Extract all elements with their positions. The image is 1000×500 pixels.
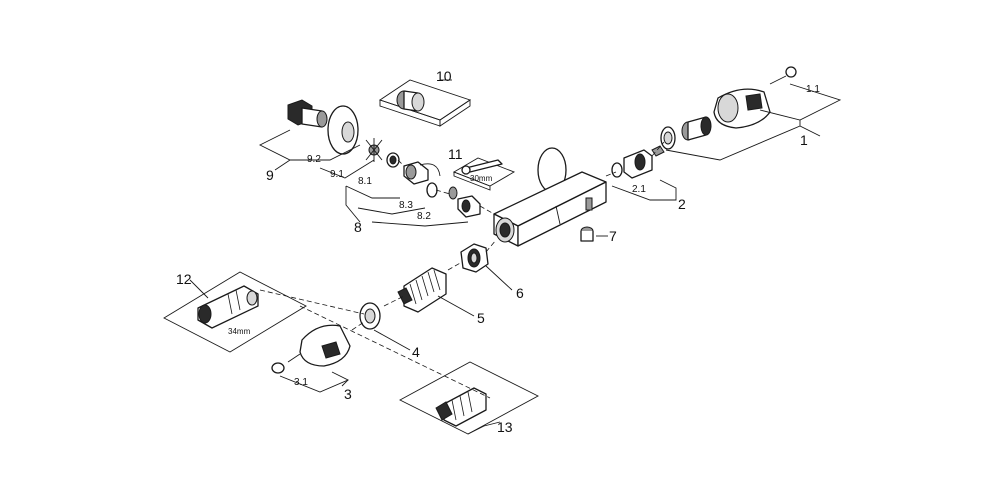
callout-6: 6 (516, 285, 524, 301)
part-8-3-oring (426, 182, 438, 198)
callout-3-1: 3.1 (294, 377, 308, 388)
callout-2-1: 2.1 (632, 184, 646, 195)
part-8-2-check-valve (448, 186, 481, 218)
part-12-inset: 34mm 12 (163, 271, 307, 353)
part-7-cap (580, 226, 608, 242)
part-1-ring (660, 126, 676, 150)
part-10-coupling (396, 90, 425, 112)
assembly-axis-lines (259, 141, 665, 399)
part-1-adapter (681, 116, 712, 141)
part-3-handle (299, 324, 351, 367)
leader-1 (665, 83, 842, 161)
callout-4: 4 (412, 344, 420, 360)
callout-11: 11 (448, 146, 463, 162)
callout-5: 5 (477, 310, 485, 326)
leader-8 (345, 185, 469, 227)
part-12-key-tool (197, 285, 259, 329)
part-9-rosette (327, 105, 359, 155)
callout-1: 1 (800, 132, 808, 148)
part-1-1-screw-cap (769, 66, 797, 85)
part-10-inset: 10 (378, 68, 472, 127)
part-11-inset: 30mm 11 (448, 146, 516, 191)
callout-12: 12 (176, 271, 192, 287)
leader-9 (258, 129, 375, 179)
part-3-1-screw-cap (271, 353, 301, 374)
callout-8-2: 8.2 (417, 211, 431, 222)
callout-10: 10 (436, 68, 452, 84)
callout-1-1: 1.1 (806, 84, 820, 95)
callout-9: 9 (266, 167, 274, 183)
part-1-handle (713, 88, 771, 129)
callout-3: 3 (344, 386, 352, 402)
part-2-1-oring (611, 162, 623, 178)
callout-9-1: 9.1 (330, 169, 344, 180)
wrench-size-label: 30mm (470, 174, 493, 183)
part-8-filter (403, 161, 441, 185)
callout-8-3: 8.3 (399, 200, 413, 211)
callout-2: 2 (678, 196, 686, 212)
part-13-cartridge (435, 387, 487, 427)
key-size-label: 34mm (228, 327, 251, 336)
part-5-cartridge (397, 267, 475, 317)
callout-8: 8 (354, 219, 362, 235)
part-4-ring (359, 302, 411, 351)
callout-9-2: 9.2 (307, 154, 321, 165)
valve-body (493, 147, 607, 247)
part-9-union (287, 99, 328, 128)
callout-13: 13 (497, 419, 513, 435)
part-2-check-valve (623, 145, 665, 179)
callout-8-1: 8.1 (358, 176, 372, 187)
leader-3 (279, 371, 350, 393)
part-9-seal-star (365, 138, 383, 162)
callout-7: 7 (609, 228, 617, 244)
part-6-nut (460, 243, 513, 291)
leader-2 (611, 179, 677, 201)
wrench-icon (461, 159, 503, 175)
part-8-1-washer (386, 152, 400, 168)
part-13-inset: 13 (399, 361, 539, 435)
